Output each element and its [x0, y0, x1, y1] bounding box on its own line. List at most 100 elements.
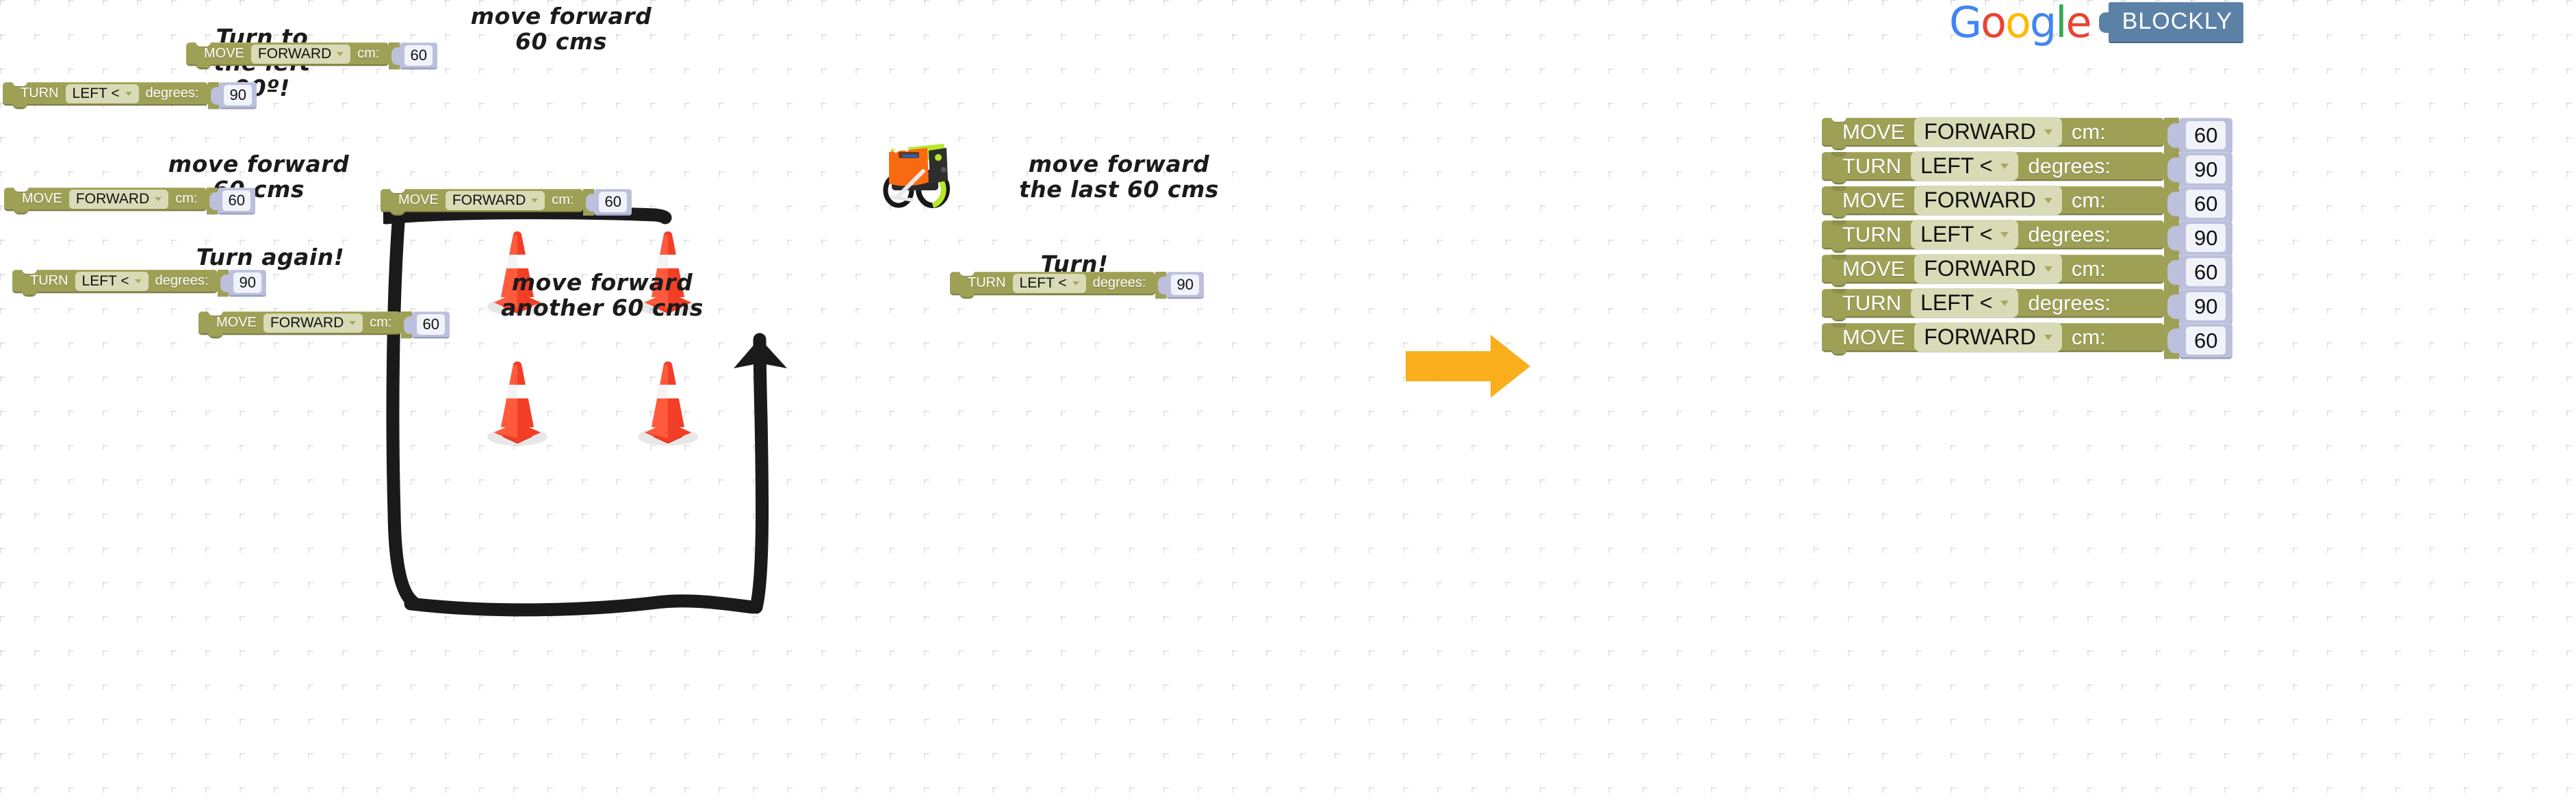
number-input[interactable]: 60 [2186, 258, 2226, 286]
value-socket [2164, 186, 2179, 222]
number-block[interactable]: 60 [594, 189, 632, 216]
annotation-move-last: move forward the last 60 cms [1018, 151, 1220, 203]
direction-dropdown[interactable]: FORWARD [1914, 254, 2062, 283]
google-letter-2: o [2005, 0, 2031, 47]
dropdown-value: LEFT < [81, 272, 129, 289]
number-input[interactable]: 90 [233, 272, 261, 293]
number-block[interactable]: 60 [2179, 323, 2233, 359]
number-input[interactable]: 60 [404, 45, 433, 66]
block-op-label: MOVE [1842, 188, 1905, 212]
block-body[interactable]: TURN LEFT < degrees: [12, 270, 218, 296]
block-unit-label: cm: [552, 192, 574, 207]
dropdown-value: FORWARD [1924, 119, 2036, 144]
block-unit-label: cm: [370, 315, 392, 330]
direction-dropdown[interactable]: LEFT < [65, 84, 139, 103]
block-op-label: MOVE [1842, 119, 1905, 144]
block-body[interactable]: MOVE FORWARD cm: [1822, 117, 2164, 150]
direction-dropdown[interactable]: LEFT < [75, 271, 149, 291]
number-input[interactable]: 60 [599, 192, 627, 212]
number-input[interactable]: 60 [222, 190, 250, 211]
value-socket [1155, 272, 1167, 298]
block-op-label: TURN [21, 86, 59, 101]
number-input[interactable]: 60 [2186, 190, 2226, 218]
direction-dropdown[interactable]: FORWARD [250, 44, 351, 64]
block-unit-label: cm: [2071, 119, 2106, 144]
number-block[interactable]: 90 [2179, 220, 2233, 256]
number-input[interactable]: 90 [2186, 292, 2226, 320]
block-turn-botright[interactable]: TURN LEFT < degrees: 90 [950, 272, 1204, 298]
number-block[interactable]: 60 [412, 311, 450, 338]
number-block[interactable]: 60 [400, 42, 437, 69]
block-op-label: TURN [1842, 222, 1902, 246]
direction-dropdown[interactable]: FORWARD [263, 313, 363, 333]
block-body[interactable]: MOVE FORWARD cm: [381, 189, 584, 216]
number-input[interactable]: 90 [2186, 224, 2226, 252]
chevron-down-icon [337, 51, 344, 56]
number-block[interactable]: 60 [2179, 255, 2233, 290]
chevron-down-icon [2044, 197, 2052, 203]
block-turn-topleft[interactable]: TURN LEFT < degrees: 90 [3, 82, 257, 109]
chevron-down-icon [349, 320, 357, 325]
number-input[interactable]: 90 [1171, 275, 1199, 295]
number-block[interactable]: 60 [218, 188, 255, 214]
annotation-turn-again: Turn again! [196, 244, 345, 270]
block-unit-label: cm: [357, 46, 380, 61]
block-body[interactable]: MOVE FORWARD cm: [198, 311, 402, 338]
block-body[interactable]: MOVE FORWARD cm: [186, 42, 389, 69]
number-block[interactable]: 90 [219, 82, 257, 109]
block-op-label: MOVE [22, 191, 62, 206]
number-block[interactable]: 60 [2179, 186, 2233, 222]
direction-dropdown[interactable]: LEFT < [1911, 151, 2019, 181]
number-input[interactable]: 60 [2186, 327, 2226, 355]
chevron-down-icon [2000, 231, 2009, 238]
number-input[interactable]: 90 [224, 85, 252, 105]
number-block[interactable]: 90 [2179, 152, 2233, 188]
chevron-down-icon [1072, 281, 1079, 285]
direction-dropdown[interactable]: FORWARD [1914, 186, 2062, 215]
direction-dropdown[interactable]: FORWARD [1914, 117, 2062, 146]
number-input[interactable]: 90 [2186, 155, 2226, 183]
direction-dropdown[interactable]: FORWARD [1914, 322, 2062, 352]
direction-dropdown[interactable]: FORWARD [445, 190, 545, 210]
block-move-top[interactable]: MOVE FORWARD cm: 60 [186, 42, 437, 69]
block-body[interactable]: TURN LEFT < degrees: [3, 82, 209, 109]
block-move-left[interactable]: MOVE FORWARD cm: 60 [4, 188, 255, 214]
block-turn-botleft[interactable]: TURN LEFT < degrees: 90 [12, 270, 266, 296]
block-move-bottom[interactable]: MOVE FORWARD cm: 60 [198, 311, 450, 338]
number-input[interactable]: 60 [417, 314, 445, 335]
block-unit-label: degrees: [155, 273, 209, 288]
block-unit-label: degrees: [2028, 153, 2111, 178]
stack-block-0-move[interactable]: MOVE FORWARD cm: 60 [1822, 117, 2233, 153]
number-block[interactable]: 60 [2179, 118, 2233, 153]
direction-dropdown[interactable]: FORWARD [68, 189, 169, 209]
robot-path-drawing [383, 206, 787, 617]
direction-dropdown[interactable]: LEFT < [1911, 288, 2019, 318]
direction-dropdown[interactable]: LEFT < [1911, 220, 2019, 249]
value-socket [2164, 152, 2179, 188]
number-block[interactable]: 90 [229, 270, 266, 296]
dropdown-value: FORWARD [1924, 324, 2036, 349]
chevron-down-icon [2044, 266, 2052, 272]
block-move-right[interactable]: MOVE FORWARD cm: 60 [381, 189, 632, 216]
block-body[interactable]: TURN LEFT < degrees: [950, 272, 1156, 298]
number-input[interactable]: 60 [2186, 121, 2226, 149]
number-block[interactable]: 90 [1166, 272, 1204, 298]
block-body[interactable]: MOVE FORWARD cm: [4, 188, 207, 214]
dropdown-value: LEFT < [1920, 290, 1993, 315]
number-block[interactable]: 90 [2179, 289, 2233, 324]
direction-dropdown[interactable]: LEFT < [1012, 273, 1086, 293]
